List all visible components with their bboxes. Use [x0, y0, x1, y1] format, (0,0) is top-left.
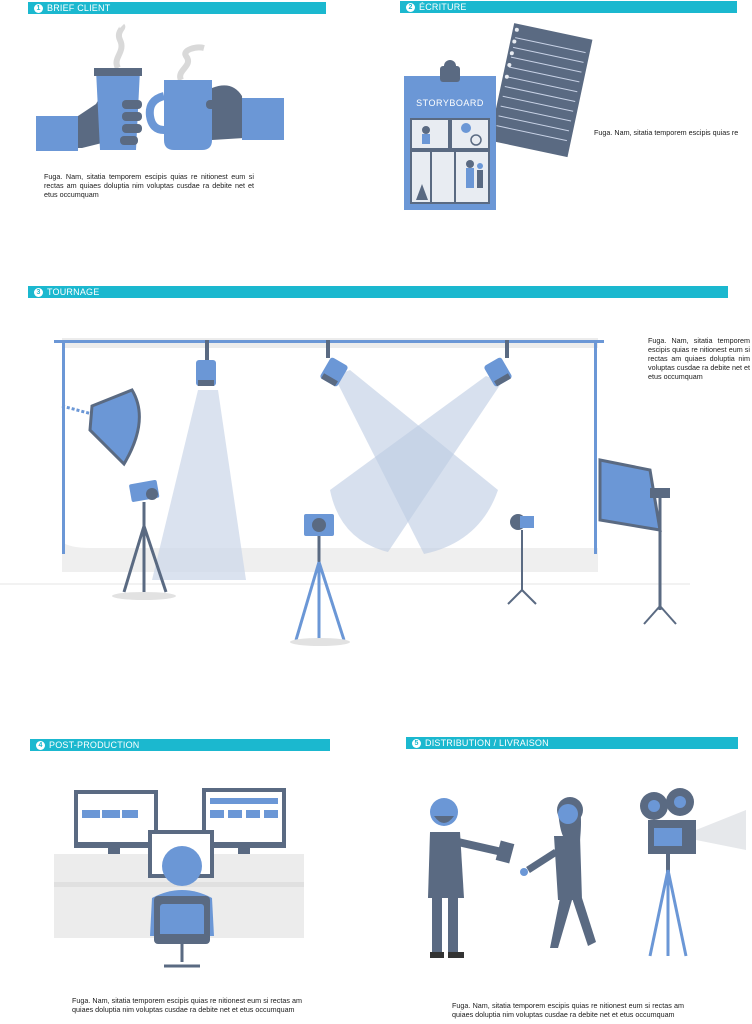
tournage-text: Fuga. Nam, sitatia temporem escipis quia… — [648, 336, 750, 381]
section-header-brief: 1 BRIEF CLIENT — [28, 2, 326, 14]
section-title: DISTRIBUTION / LIVRAISON — [425, 738, 549, 748]
ecriture-text: Fuga. Nam, sitatia temporem escipis quia… — [594, 128, 739, 137]
distribution-text: Fuga. Nam, sitatia temporem escipis quia… — [452, 1001, 684, 1019]
coffee-cups-illustration — [36, 23, 284, 151]
brief-text: Fuga. Nam, sitatia temporem escipis quia… — [44, 172, 254, 199]
editing-desk-illustration — [54, 788, 304, 968]
section-number: 2 — [406, 2, 415, 12]
section-number: 3 — [34, 287, 43, 297]
section-title: BRIEF CLIENT — [47, 3, 111, 13]
film-studio-illustration — [0, 338, 690, 646]
section-number: 5 — [412, 738, 421, 748]
section-title: ÉCRITURE — [419, 2, 467, 12]
section-header-postprod: 4 POST-PRODUCTION — [30, 739, 330, 751]
section-number: 1 — [34, 3, 43, 13]
postprod-text: Fuga. Nam, sitatia temporem escipis quia… — [72, 996, 302, 1014]
section-title: POST-PRODUCTION — [49, 740, 140, 750]
section-header-distribution: 5 DISTRIBUTION / LIVRAISON — [406, 737, 738, 749]
distribution-illustration — [428, 788, 746, 958]
section-header-ecriture: 2 ÉCRITURE — [400, 1, 737, 13]
storyboard-label: STORYBOARD — [416, 98, 484, 108]
storyboard-illustration — [404, 23, 593, 210]
section-number: 4 — [36, 740, 45, 750]
section-title: TOURNAGE — [47, 287, 100, 297]
section-header-tournage: 3 TOURNAGE — [28, 286, 728, 298]
